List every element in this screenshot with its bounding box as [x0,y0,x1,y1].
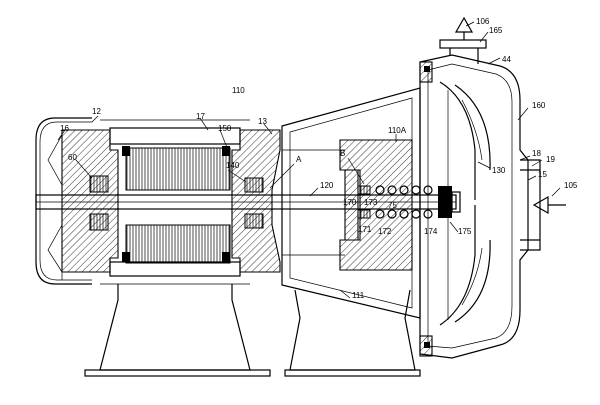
label-174: 174 [424,227,438,236]
label-60: 60 [68,153,77,162]
suction-inlet [520,159,541,251]
seal-housing [339,139,413,271]
label-18: 18 [532,149,541,158]
label-16: 16 [60,124,69,133]
label-15: 15 [538,170,547,179]
motor-feet [84,284,421,377]
label-171: 171 [358,225,372,234]
label-B: B [340,149,345,158]
impeller [439,81,491,326]
label-172: 172 [378,227,392,236]
label-105: 105 [564,181,578,190]
label-A: A [296,155,302,164]
label-12: 12 [92,107,101,116]
bearings [89,175,264,231]
label-110A: 110A [388,126,407,135]
label-175: 175 [458,227,472,236]
label-111: 111 [352,291,365,300]
stator-core [122,146,231,264]
label-106: 106 [476,17,490,26]
motor-housing [61,119,281,285]
pump-casing [419,54,529,359]
label-130: 130 [492,166,506,175]
label-160: 160 [532,101,546,110]
discharge-outlet [439,39,487,64]
label-170: 170 [343,198,357,207]
label-75: 75 [388,201,397,210]
label-17: 17 [196,112,205,121]
label-165: 165 [489,26,503,35]
flow-arrows [454,16,566,215]
label-19: 19 [546,155,555,164]
label-173: 173 [364,198,378,207]
label-140: 140 [226,161,240,170]
label-13: 13 [258,117,267,126]
leader-lines [57,21,561,299]
fan-blades [47,130,63,280]
label-110: 110 [232,86,245,95]
label-150: 150 [218,124,232,133]
reference-labels: 106 165 44 110 12 17 16 150 13 160 110A … [60,17,578,300]
label-44: 44 [502,55,511,64]
label-120: 120 [320,181,334,190]
